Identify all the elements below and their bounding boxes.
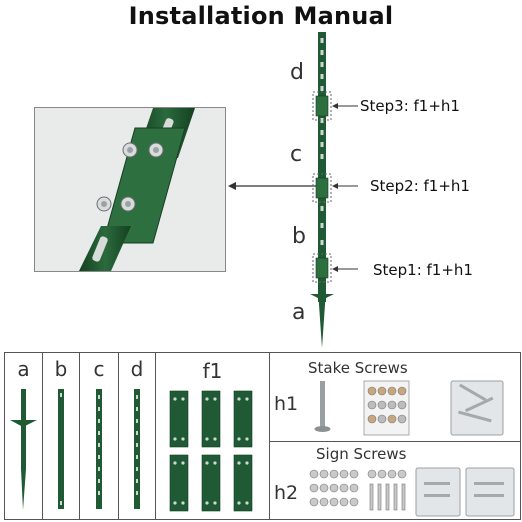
part-panel-c: c	[79, 352, 119, 520]
lower-post	[79, 226, 131, 271]
zoom-detail-image	[35, 108, 225, 271]
part-panel-b: b	[42, 352, 80, 520]
bolt-icon	[101, 201, 107, 207]
sign-screws-image	[306, 464, 518, 518]
segment-label-c: c	[290, 142, 302, 167]
hardware-header-h1: Stake Screws	[308, 359, 408, 377]
step2-label: Step2: f1+h1	[370, 177, 470, 195]
part-a-image	[5, 385, 42, 515]
part-label-c: c	[80, 357, 118, 381]
part-c-image	[80, 385, 118, 515]
segment-label-b: b	[292, 224, 306, 249]
assembled-post	[300, 28, 360, 353]
step3-label: Step3: f1+h1	[360, 97, 460, 115]
coupler	[316, 178, 328, 198]
coupler	[316, 96, 328, 116]
segment-label-a: a	[292, 300, 305, 325]
bolt-icon	[127, 147, 133, 153]
part-label-b: b	[43, 357, 79, 381]
part-label-f1: f1	[156, 359, 269, 383]
page-title: Installation Manual	[0, 2, 522, 30]
coupler-plate	[103, 128, 185, 243]
step1-label: Step1: f1+h1	[373, 261, 473, 279]
part-panel-a: a	[4, 352, 43, 520]
part-label-a: a	[5, 357, 42, 381]
hardware-panel-h2: h2 Sign Screws	[269, 441, 521, 520]
part-b-image	[43, 385, 79, 515]
part-f1-image	[156, 387, 269, 517]
bolt-icon	[125, 201, 131, 207]
bolt-icon	[153, 147, 159, 153]
part-panel-f1: f1	[155, 352, 270, 520]
stake-screws-image	[306, 377, 518, 439]
zoom-detail-box	[34, 107, 226, 272]
hardware-panel-h1: h1 Stake Screws	[269, 352, 521, 442]
hardware-header-h2: Sign Screws	[316, 445, 406, 463]
coupler	[316, 258, 328, 278]
part-d-image	[119, 385, 155, 515]
hardware-label-h1: h1	[274, 393, 298, 415]
hardware-label-h2: h2	[274, 482, 298, 504]
stake-fin	[310, 294, 334, 300]
part-label-d: d	[119, 357, 155, 381]
part-panel-d: d	[118, 352, 156, 520]
segment-label-d: d	[290, 60, 304, 85]
